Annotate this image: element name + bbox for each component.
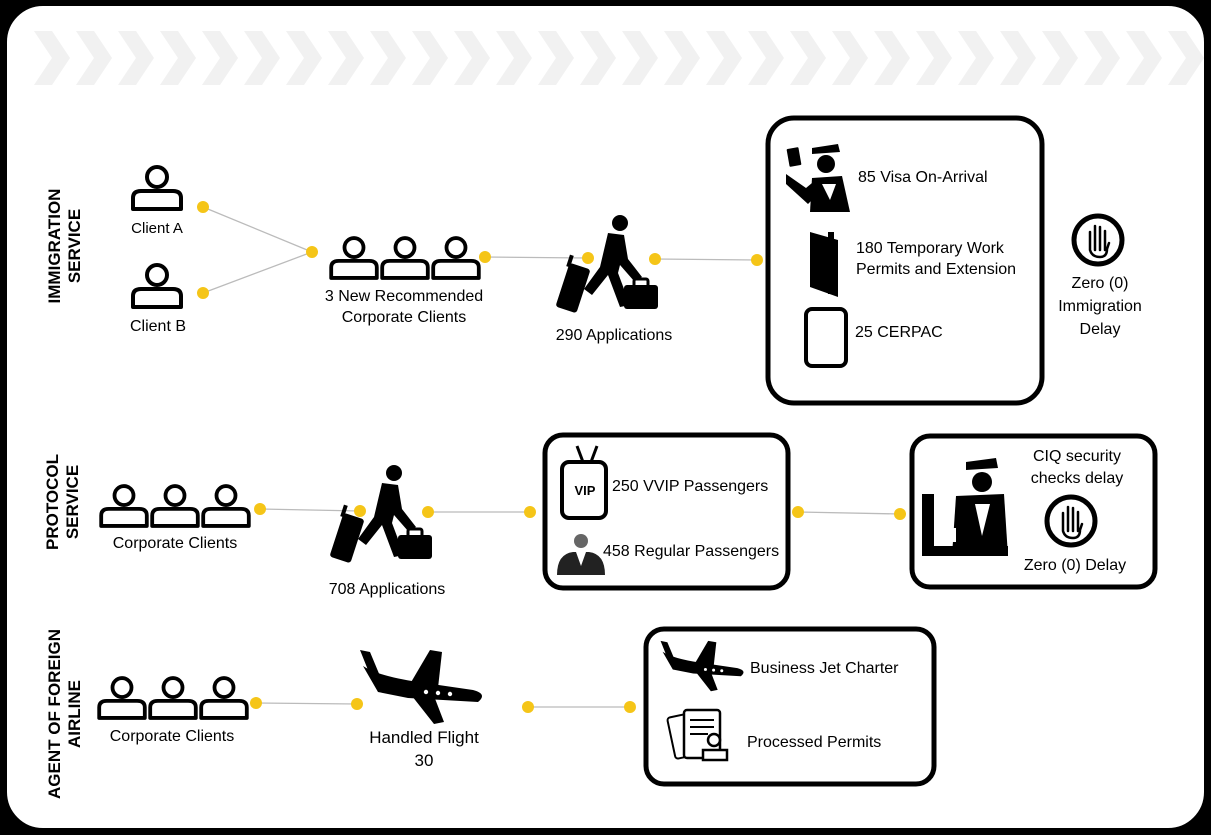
businessman-icon [557, 534, 605, 575]
vip-badge-text: VIP [574, 483, 596, 498]
protocol-clients-label: Corporate Clients [112, 535, 238, 552]
client-b-label: Client B [129, 318, 187, 335]
regular-passengers-label: 458 Regular Passengers [603, 543, 780, 560]
processed-permits-label: Processed Permits [747, 734, 882, 751]
chevron-band [34, 31, 1204, 85]
immigration-officer-icon [786, 144, 850, 212]
cerpac-card-icon [804, 307, 848, 368]
agent-clients-label: Corporate Clients [109, 728, 235, 745]
vvip-label: 250 VVIP Passengers [612, 478, 769, 495]
security-officer-icon [922, 458, 1008, 556]
permit-document-icon [666, 708, 729, 762]
connector-lines [202, 206, 901, 708]
visa-label: 85 Visa On-Arrival [858, 169, 988, 186]
business-jet-label: Business Jet Charter [750, 660, 899, 677]
protocol-delay-label: Zero (0) Delay [1023, 557, 1127, 574]
client-a-label: Client A [131, 220, 183, 237]
connector-dots [197, 201, 906, 713]
agent-results-box [643, 626, 937, 787]
cerpac-label: 25 CERPAC [855, 324, 943, 341]
stop-hand-icon [1074, 216, 1122, 264]
immigration-applications-label: 290 Applications [555, 327, 673, 344]
protocol-applications-label: 708 Applications [328, 581, 446, 598]
stop-hand-icon [1047, 497, 1095, 545]
vip-badge-icon [560, 445, 608, 520]
people-group-icon [329, 236, 481, 280]
door-icon [810, 232, 838, 297]
people-group-icon [97, 676, 249, 720]
people-group-icon [99, 484, 251, 528]
